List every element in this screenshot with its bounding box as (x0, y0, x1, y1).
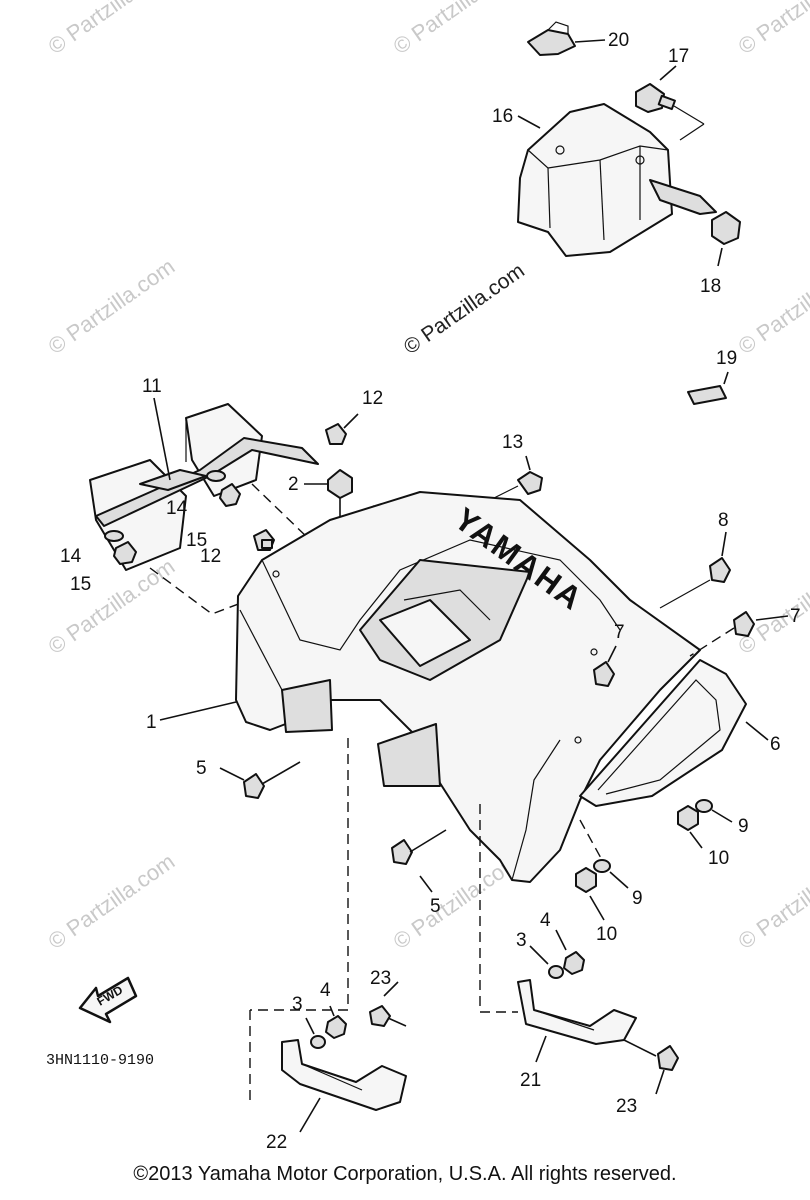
part-1-rear-fender: YAMAHA (159, 491, 701, 883)
watermark: © Partzilla.com (734, 849, 810, 955)
part-7-bolts (593, 611, 789, 687)
callout-1: 1 (146, 712, 157, 733)
watermark: © Partzilla.com (44, 254, 180, 360)
callout-8: 8 (718, 510, 729, 531)
part-11-flap (89, 397, 377, 615)
part-20-clip (527, 21, 606, 56)
callout-11: 11 (142, 376, 162, 397)
callout-7: 7 (614, 622, 625, 643)
callout-17: 17 (668, 46, 689, 67)
watermark: © Partzilla.com (44, 849, 180, 955)
callout-18: 18 (700, 276, 721, 297)
callout-9: 9 (738, 816, 749, 837)
callout-20: 20 (608, 30, 629, 51)
callout-23: 23 (616, 1096, 637, 1117)
part-16-cover (517, 103, 717, 257)
watermark: © Partzilla.com (734, 254, 810, 360)
diagram-code: 3HN1110-9190 (46, 1052, 154, 1069)
part-6-grab-bar (579, 659, 769, 807)
callout-14: 14 (60, 546, 82, 567)
watermark: © Partzilla.com (44, 0, 180, 59)
hardware-14-15 (104, 470, 241, 565)
callout-2: 2 (288, 474, 299, 495)
part-17-bolt (635, 65, 705, 141)
callout-4: 4 (320, 980, 331, 1001)
callout-5: 5 (430, 896, 441, 917)
hardware-9-10 (575, 799, 733, 921)
callout-12: 12 (362, 388, 383, 409)
callout-16: 16 (492, 106, 513, 127)
callout-labels: 1 2 3 3 4 4 5 5 6 7 7 8 9 9 10 10 11 12 … (60, 30, 801, 1153)
copyright-notice: ©2013 Yamaha Motor Corporation, U.S.A. A… (133, 1163, 677, 1185)
callout-13: 13 (502, 432, 523, 453)
callout-3: 3 (292, 994, 303, 1015)
callout-15: 15 (70, 574, 91, 595)
part-18-nut (711, 211, 741, 267)
callout-9: 9 (632, 888, 643, 909)
part-12-bolts (253, 413, 359, 551)
callout-22: 22 (266, 1132, 287, 1153)
part-19-pad (687, 371, 729, 405)
callout-21: 21 (520, 1070, 541, 1091)
callout-19: 19 (716, 348, 737, 369)
fwd-arrow-icon: FWD (78, 976, 138, 1024)
callout-6: 6 (770, 734, 781, 755)
callout-4: 4 (540, 910, 551, 931)
part-22-bracket (249, 738, 407, 1133)
part-5-bolts (219, 761, 447, 893)
part-8-bolt (659, 531, 731, 609)
callout-10: 10 (708, 848, 729, 869)
callout-5: 5 (196, 758, 207, 779)
callout-3: 3 (516, 930, 527, 951)
callout-7: 7 (790, 606, 801, 627)
callout-12: 12 (200, 546, 221, 567)
callout-10: 10 (596, 924, 617, 945)
watermark: © Partzilla.com (389, 0, 525, 59)
callout-23: 23 (370, 968, 391, 989)
callout-15: 15 (186, 530, 207, 551)
watermark: © Partzilla.com (734, 0, 810, 59)
callout-14: 14 (166, 498, 188, 519)
watermark-center: © Partzilla.com (400, 259, 529, 359)
watermark: © Partzilla.com (44, 554, 180, 660)
part-21-bracket (479, 804, 637, 1063)
hardware-3-4-23 (305, 929, 679, 1095)
